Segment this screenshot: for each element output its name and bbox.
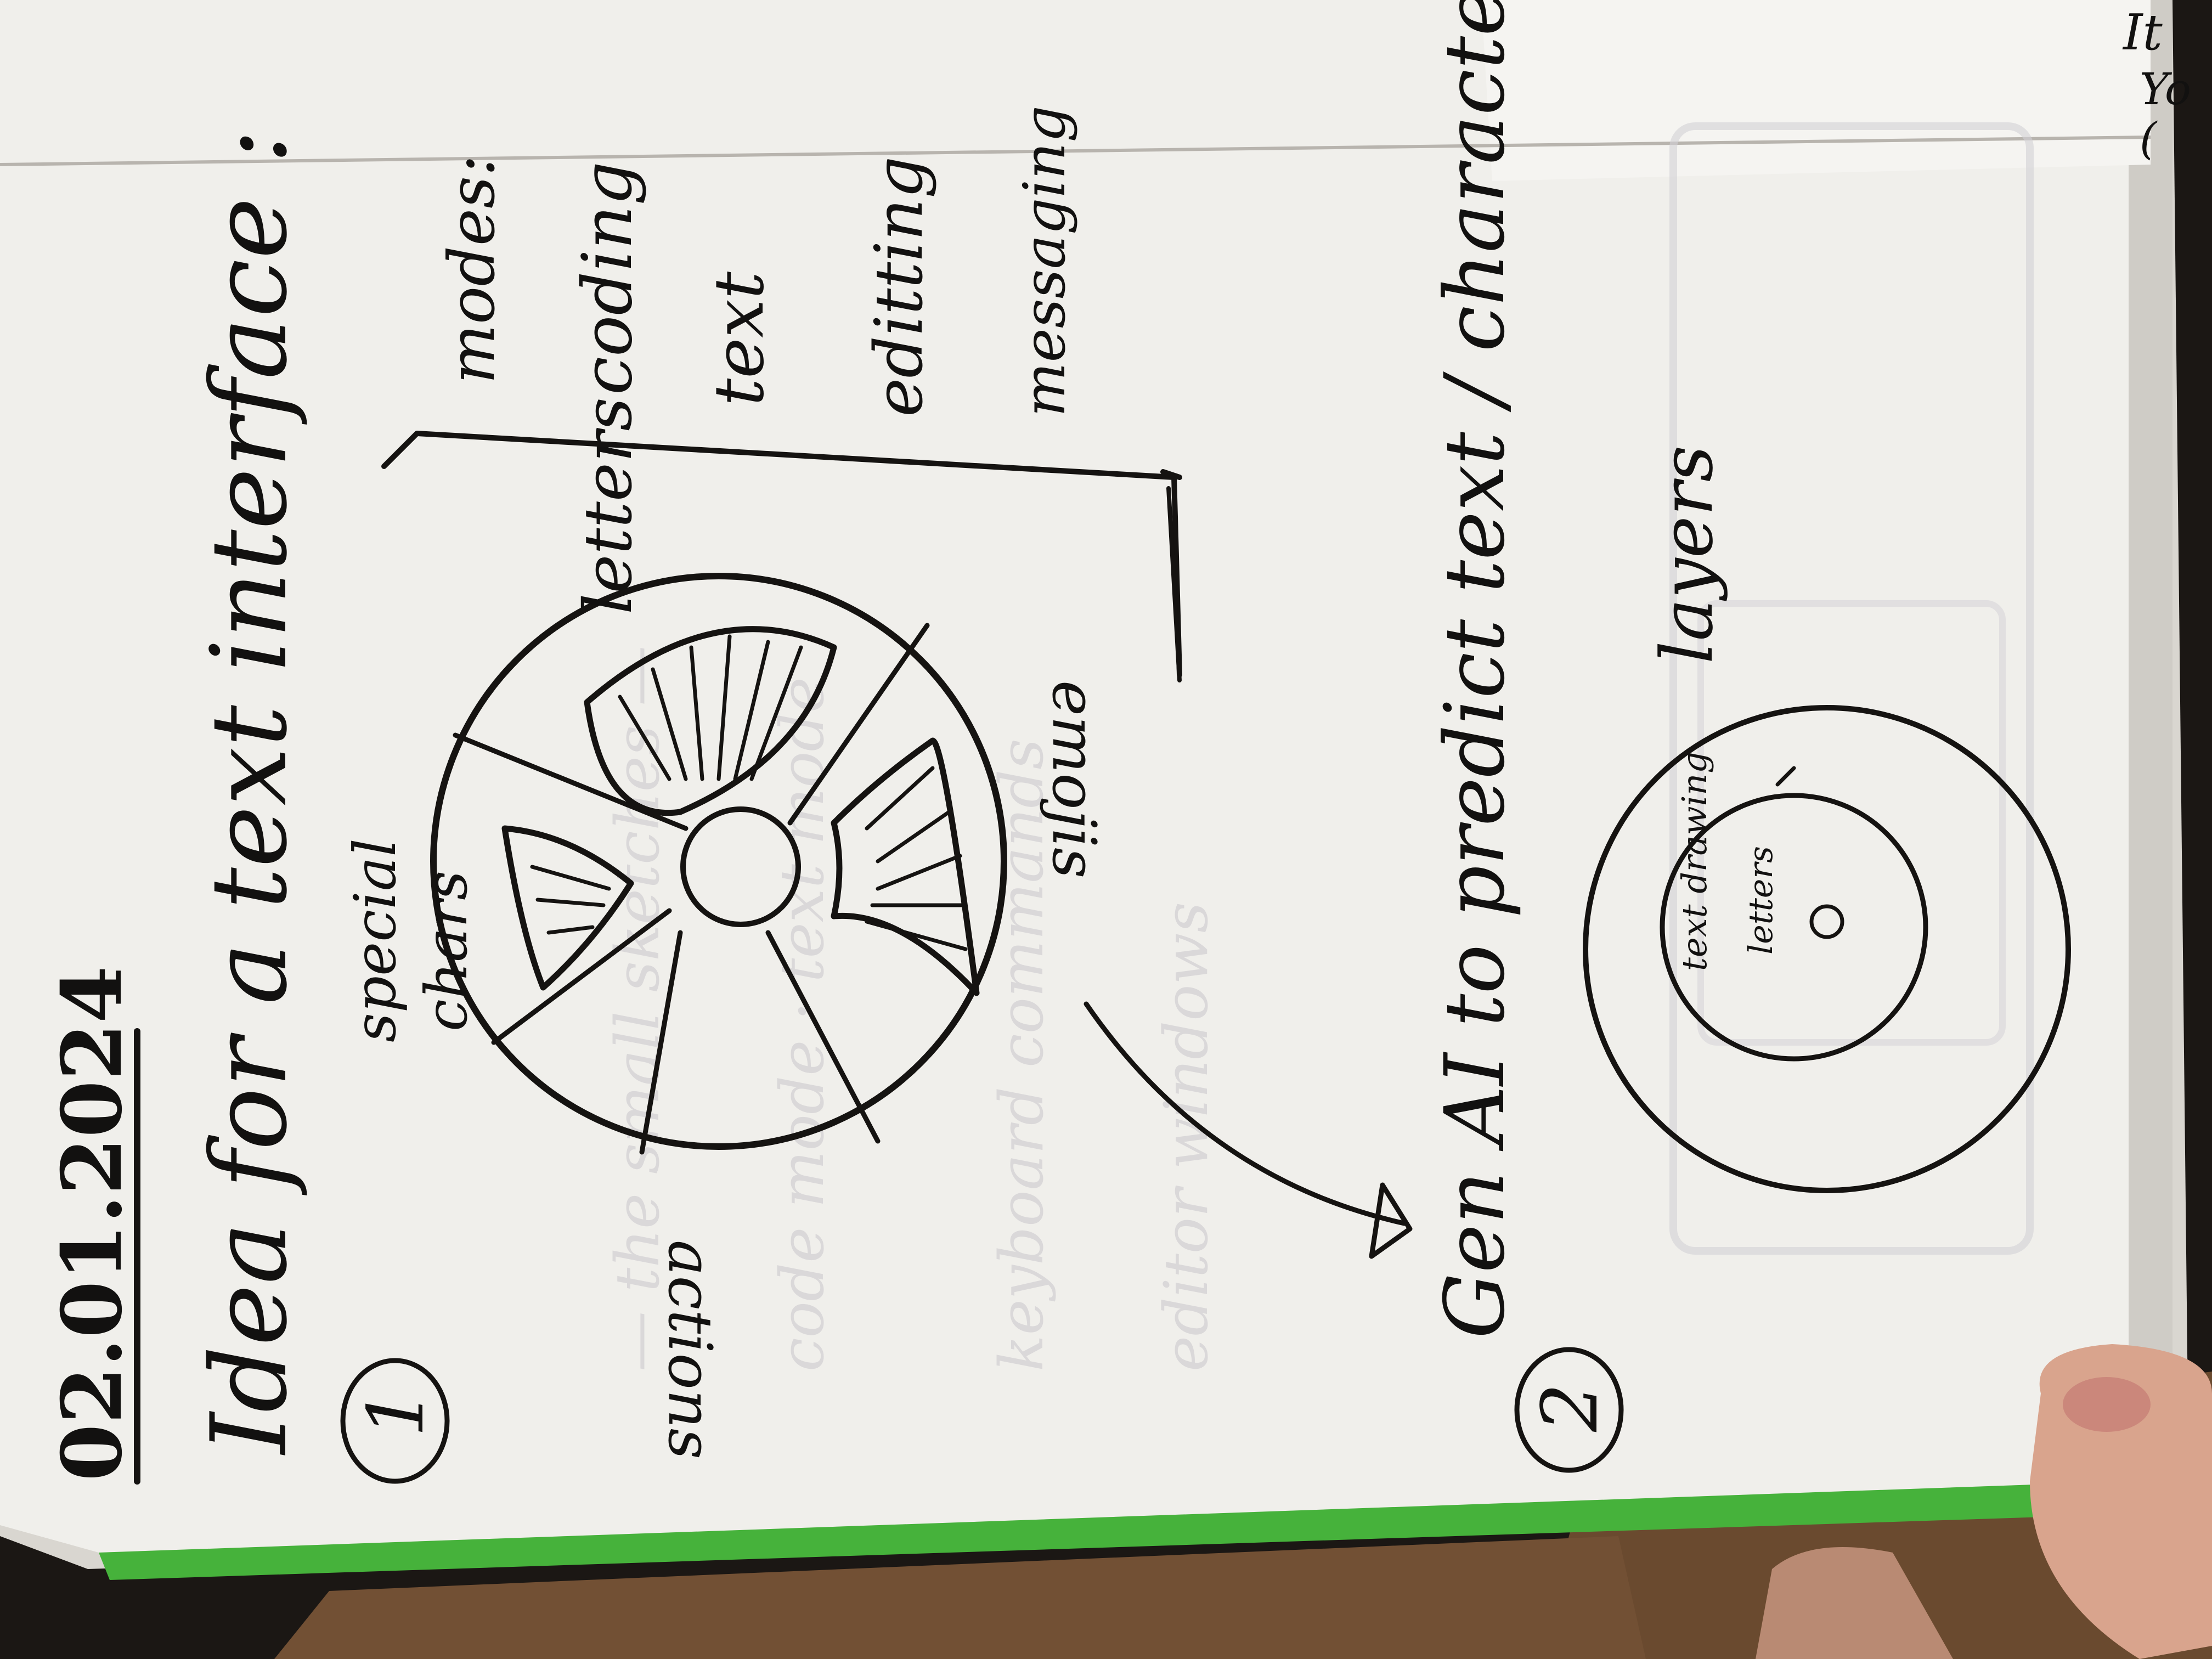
thumb	[1756, 1344, 2212, 1659]
svg-text:letters: letters	[571, 397, 647, 614]
svg-text:It: It	[2122, 4, 2163, 61]
layers-title: layers	[1645, 445, 1729, 664]
svg-text:keyboard commands: keyboard commands	[986, 738, 1057, 1372]
svg-text:messaging: messaging	[1011, 105, 1078, 417]
desk-surface-front	[274, 1536, 1646, 1659]
svg-text:actions: actions	[655, 1240, 725, 1459]
mode-text: text	[699, 271, 779, 406]
svg-text:special: special	[342, 838, 409, 1042]
svg-text:editting: editting	[861, 156, 938, 417]
layers-sketch	[1583, 705, 2071, 1193]
show-through-ghost-ink: — the small sketches — code mode · text …	[602, 122, 2034, 1372]
mode-editting: editting	[861, 156, 938, 417]
notebook-page	[0, 0, 2151, 1553]
next-page-fragments: It Yo ( M	[2122, 4, 2191, 164]
mode-messaging: messaging	[1011, 105, 1078, 417]
svg-text:text: text	[699, 271, 779, 406]
svg-text:2: 2	[1526, 1383, 1615, 1432]
svg-text:chars: chars	[413, 871, 480, 1031]
green-cover-edge	[99, 1481, 2129, 1580]
layers-label-letters: letters	[1742, 846, 1780, 955]
svg-text:text drawing: text drawing	[1674, 752, 1714, 971]
ai-note-text: Gen AI to predict text / characters	[1427, 0, 1523, 1339]
label-emojis: emojis	[1039, 680, 1109, 878]
handwriting-layer: 02.01.2024 Idea for a text interface : 1	[44, 0, 2191, 1485]
label-letters: letters	[571, 397, 647, 614]
mode-coding: coding	[568, 161, 647, 395]
arrow-to-ai-note	[1084, 1001, 1407, 1226]
number-one-circle: 1	[340, 1358, 450, 1484]
svg-text:code mode · text mode: code mode · text mode	[767, 677, 837, 1372]
input-wheel-sketch	[430, 573, 1007, 1155]
svg-text:modes:: modes:	[436, 155, 509, 384]
svg-text:(: (	[2140, 113, 2158, 164]
modes-title: modes:	[436, 155, 509, 384]
svg-text:Yo: Yo	[2140, 64, 2191, 115]
svg-text:Gen AI to predict text / chara: Gen AI to predict text / characters	[1427, 0, 1523, 1339]
svg-text:letters: letters	[1742, 846, 1780, 955]
svg-text:emojis: emojis	[1039, 680, 1109, 878]
date-text: 02.01.2024	[44, 966, 140, 1481]
svg-text:1: 1	[352, 1389, 441, 1437]
heading-text: Idea for a text interface :	[189, 129, 310, 1455]
label-special-chars: special chars	[342, 838, 480, 1042]
modes-bracket	[381, 431, 1182, 678]
facing-page-edge	[1481, 0, 2151, 181]
svg-text:coding: coding	[568, 161, 647, 395]
svg-text:layers: layers	[1645, 445, 1729, 664]
number-two-circle: 2	[1514, 1347, 1624, 1473]
page-fold	[2129, 0, 2172, 1503]
page-divider-line	[0, 136, 2151, 166]
label-actions: actions	[655, 1240, 725, 1459]
layers-label-text-drawing: text drawing	[1674, 752, 1714, 971]
